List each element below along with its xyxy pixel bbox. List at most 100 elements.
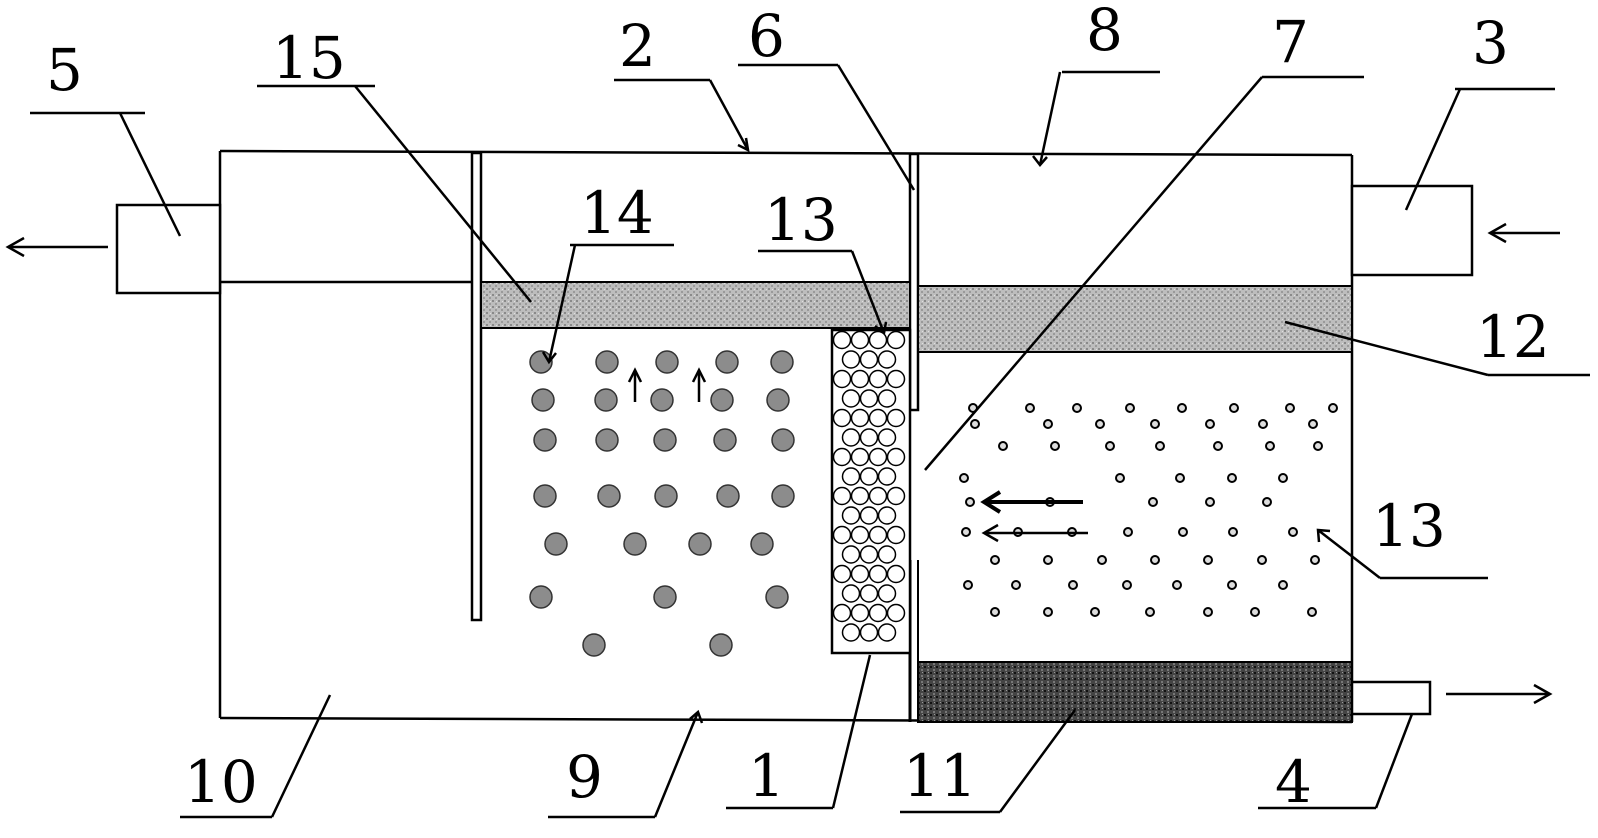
media-particle <box>1307 607 1317 617</box>
media-ball <box>771 484 795 508</box>
filter-cell <box>859 506 879 525</box>
label-13-top: 13 <box>764 186 838 254</box>
media-particle <box>1205 419 1215 429</box>
media-particle <box>1262 497 1272 507</box>
label-4: 4 <box>1275 748 1312 816</box>
media-ball <box>533 428 557 452</box>
media-ball <box>710 388 734 412</box>
filter-cell <box>850 525 870 545</box>
media-ball <box>595 428 619 452</box>
filter-cell <box>868 369 888 389</box>
filter-cell <box>832 564 852 584</box>
filter-cell <box>832 603 852 623</box>
filter-cell <box>877 350 897 369</box>
label-11: 11 <box>903 742 977 810</box>
media-particle <box>959 473 969 483</box>
filter-cell <box>832 369 852 389</box>
filter-cell <box>832 486 852 506</box>
media-particle <box>1205 497 1215 507</box>
media-ball <box>750 532 774 556</box>
filter-cell <box>877 623 897 642</box>
media-particle <box>1122 580 1132 590</box>
filter-cell <box>841 428 861 447</box>
upflow-arrows <box>627 367 707 402</box>
filter-cell <box>886 525 906 545</box>
media-particle <box>1043 607 1053 617</box>
filter-cell <box>868 330 888 350</box>
label-12: 12 <box>1476 303 1550 371</box>
filter-cell <box>850 564 870 584</box>
media-ball <box>770 350 794 374</box>
filter-cell <box>886 603 906 623</box>
media-particle <box>1175 473 1185 483</box>
filter-cell <box>886 564 906 584</box>
media-particle <box>1278 473 1288 483</box>
media-ball <box>655 350 679 374</box>
media-particle <box>1265 441 1275 451</box>
media-particle <box>1229 403 1239 413</box>
media-ball <box>595 350 619 374</box>
media-particle <box>1090 607 1100 617</box>
filter-cell <box>877 584 897 603</box>
media-ball <box>650 388 674 412</box>
media-ball <box>597 484 621 508</box>
label-15: 15 <box>272 24 346 92</box>
media-particle <box>1258 419 1268 429</box>
media-particle <box>1310 555 1320 565</box>
filter-cell <box>877 506 897 525</box>
filter-column-1 <box>830 328 912 655</box>
filter-cell <box>877 389 897 408</box>
media-ball <box>766 388 790 412</box>
label-7: 7 <box>1272 8 1309 76</box>
bottom-layer-11 <box>917 661 1353 723</box>
filter-cell <box>886 369 906 389</box>
media-particle <box>1288 527 1298 537</box>
label-3: 3 <box>1472 9 1509 77</box>
filter-cell <box>859 389 879 408</box>
filter-cell <box>832 525 852 545</box>
media-particle <box>1105 441 1115 451</box>
filter-cell <box>859 623 879 642</box>
leader-lines <box>30 63 1590 819</box>
media-particle <box>1257 555 1267 565</box>
media-particle <box>1148 497 1158 507</box>
media-ball <box>765 585 789 609</box>
filter-cell <box>832 330 852 350</box>
filter-cell <box>832 447 852 467</box>
filter-cell <box>841 623 861 642</box>
media-ball <box>709 633 733 657</box>
filter-cell <box>841 350 861 369</box>
media-particle <box>1155 441 1165 451</box>
filter-cell <box>859 545 879 564</box>
label-14: 14 <box>580 179 654 247</box>
media-ball <box>533 484 557 508</box>
media-ball <box>544 532 568 556</box>
labels: 5 15 2 6 8 7 3 14 13 12 13 10 9 1 11 4 <box>46 0 1550 816</box>
media-particle <box>970 419 980 429</box>
filter-cell <box>868 447 888 467</box>
media-particle <box>1213 441 1223 451</box>
filter-cell <box>886 408 906 428</box>
media-particle <box>1228 527 1238 537</box>
label-8: 8 <box>1086 0 1123 64</box>
media-ball <box>713 428 737 452</box>
label-13-right: 13 <box>1372 492 1446 560</box>
media-particle <box>1278 580 1288 590</box>
filter-cell <box>850 447 870 467</box>
media-ball <box>771 428 795 452</box>
filter-cell <box>886 447 906 467</box>
filter-cell <box>841 545 861 564</box>
media-particle <box>1125 403 1135 413</box>
media-ball <box>716 484 740 508</box>
leftflow-arrows <box>980 490 1088 543</box>
media-particle <box>990 555 1000 565</box>
media-ball <box>529 585 553 609</box>
media-particle <box>1308 419 1318 429</box>
media-ball <box>623 532 647 556</box>
media-particle <box>1115 473 1125 483</box>
media-particle <box>990 607 1000 617</box>
media-ball <box>654 484 678 508</box>
filter-cell <box>850 369 870 389</box>
label-5: 5 <box>46 36 83 104</box>
